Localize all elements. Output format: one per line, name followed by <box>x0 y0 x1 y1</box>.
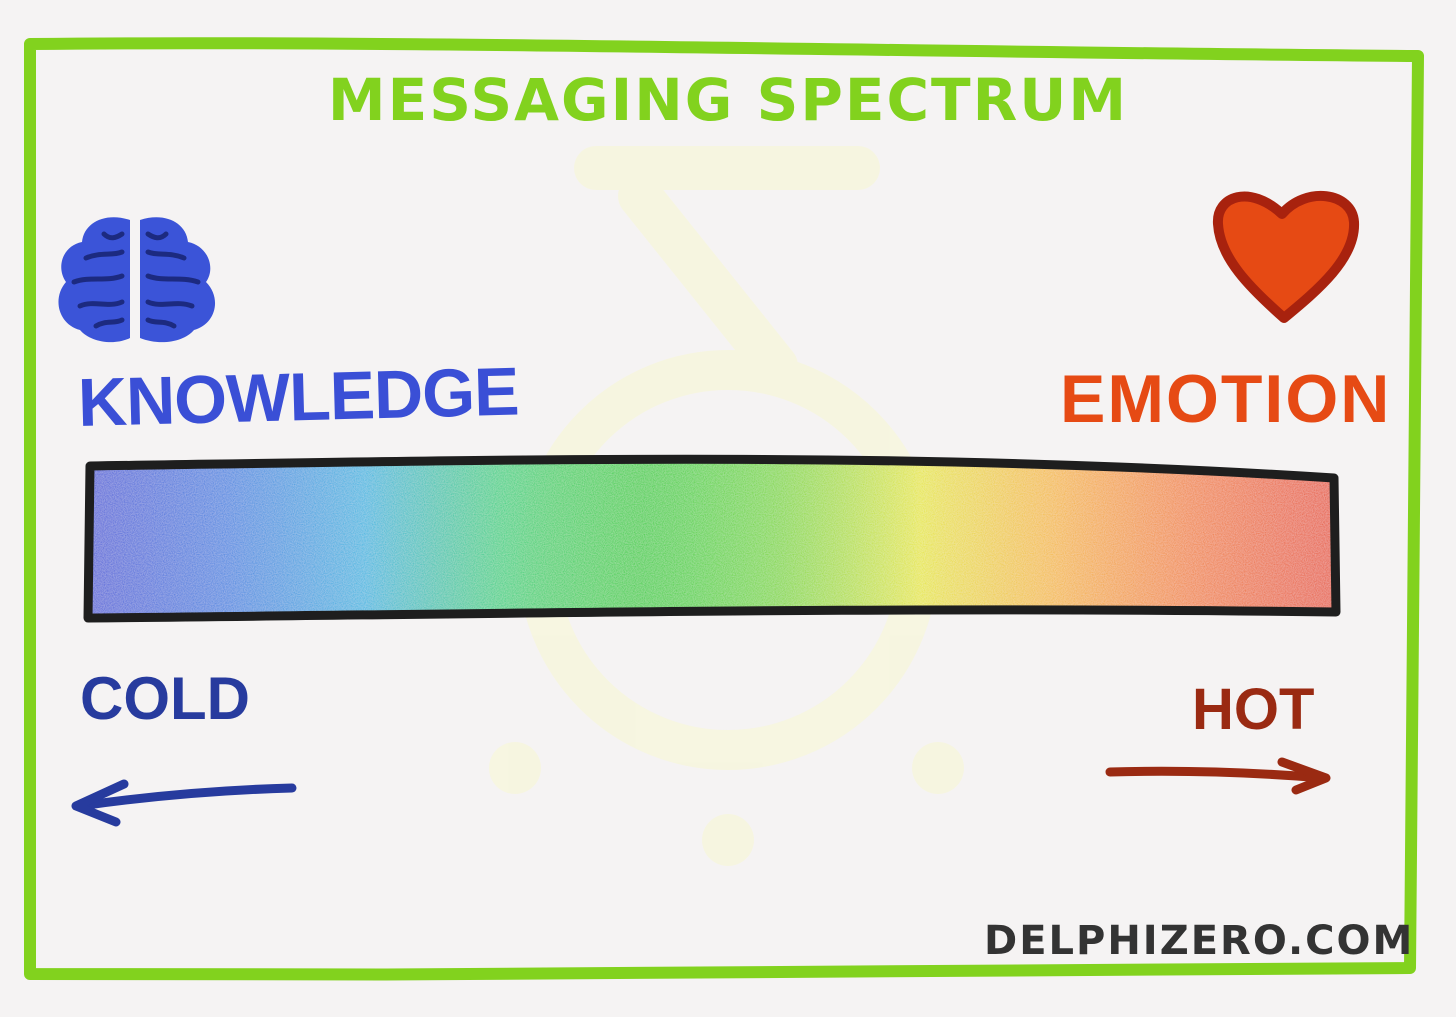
arrow-left-icon <box>71 779 297 827</box>
brain-icon <box>58 217 216 343</box>
hot-label: HOT <box>1192 677 1315 742</box>
heart-icon <box>1212 190 1360 323</box>
arrow-right-icon <box>1105 757 1331 795</box>
diagram-title: MESSAGING SPECTRUM <box>327 66 1129 134</box>
website-link[interactable]: DELPHIZERO.COM <box>984 918 1415 964</box>
emotion-label: EMOTION <box>1060 361 1392 437</box>
spectrum-bar <box>83 454 1341 623</box>
green-frame <box>24 37 1424 981</box>
cold-label: COLD <box>80 665 250 732</box>
knowledge-label: KNOWLEDGE <box>77 353 520 441</box>
